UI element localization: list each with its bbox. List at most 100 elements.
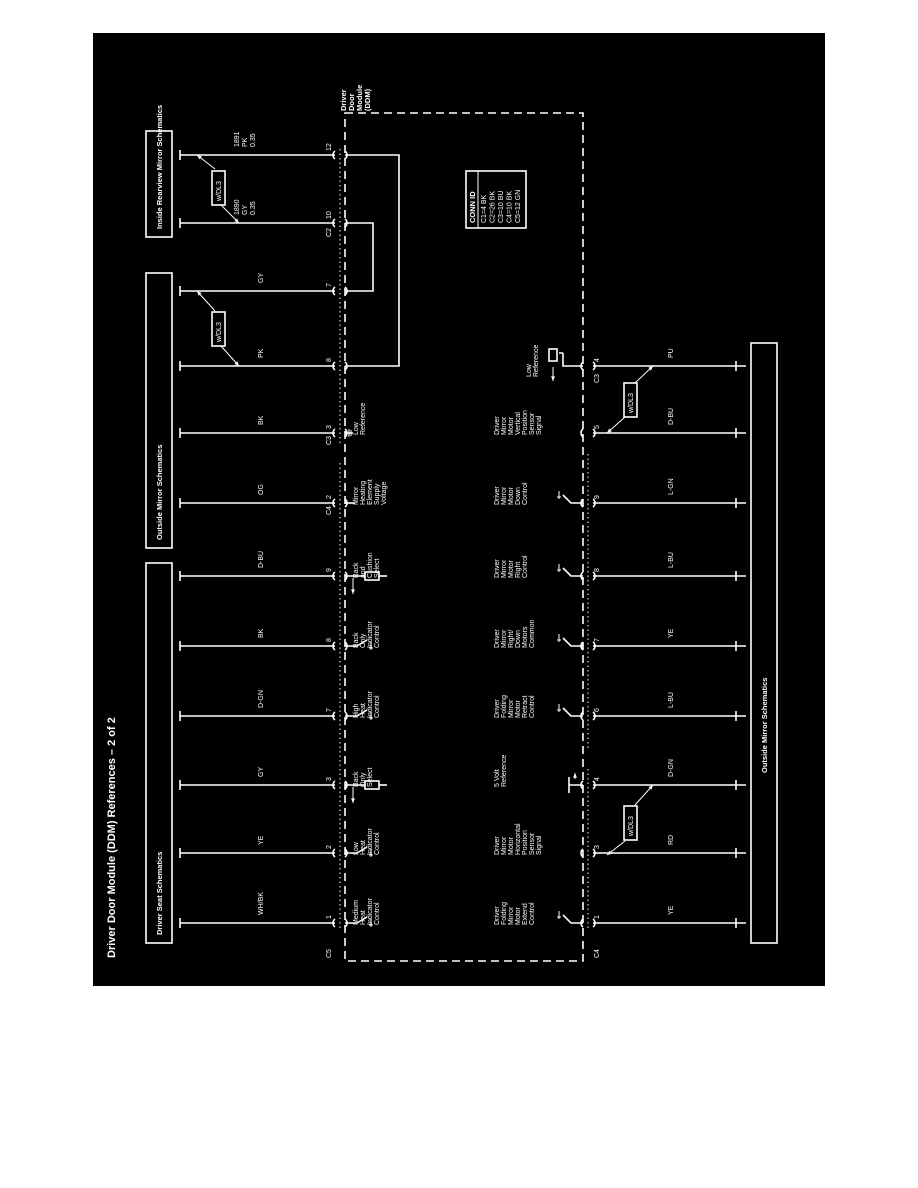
reference-symbol	[568, 777, 583, 793]
pin-number: 4	[594, 358, 601, 362]
module-label: Driver	[339, 89, 348, 111]
pin-symbol	[332, 498, 336, 508]
switch-symbol	[345, 639, 368, 647]
function-label: Control	[529, 902, 536, 925]
function-label: Driver	[494, 836, 501, 855]
function-label: Control	[529, 695, 536, 718]
function-label: Mirror	[501, 486, 508, 505]
interconnect-pk	[345, 154, 400, 367]
function-label: Only	[360, 772, 367, 787]
function-label: Mirror	[508, 906, 515, 925]
function-label: Reference	[501, 755, 508, 787]
function-label: Vertical	[515, 412, 522, 435]
function-label: Only	[360, 633, 367, 648]
connector-end	[735, 848, 746, 858]
wire-color: D-GN	[258, 690, 265, 708]
option-tag-box	[623, 382, 638, 418]
function-label: Mirror	[501, 836, 508, 855]
option-arrow	[234, 218, 239, 223]
option-tag-label: w/DL3	[628, 816, 635, 837]
function-label: and	[360, 566, 367, 578]
pin-number: 3	[326, 777, 333, 781]
pin-number: 2	[326, 495, 333, 499]
pin-number: 10	[326, 211, 333, 219]
wire-color: PU	[668, 348, 675, 358]
function-label: 5 Volt	[494, 769, 501, 787]
low-reference-label: Low	[526, 363, 533, 377]
connector-end	[735, 780, 746, 790]
wire-color: BK	[258, 415, 265, 425]
function-label: Low	[353, 841, 360, 855]
conn-id-line: C3=10 BU	[498, 191, 505, 224]
wire-color: YE	[668, 628, 675, 638]
wire-color: D-BU	[258, 551, 265, 568]
pin-number: 3	[594, 845, 601, 849]
component-box-label: Outside Mirror Schematics	[155, 445, 164, 540]
function-label: Driver	[494, 629, 501, 648]
wire-color: D-GN	[668, 759, 675, 777]
function-label: Folding	[501, 695, 508, 718]
function-label: Signal	[536, 415, 543, 435]
ground-symbol	[369, 919, 373, 927]
pin-number: 3	[326, 425, 333, 429]
pin-number: 9	[594, 495, 601, 499]
option-arrow	[648, 785, 653, 790]
schematic-frame: Driver Door Module (DDM) References – 2 …	[93, 33, 825, 986]
ground-symbol	[348, 429, 352, 437]
function-label: Control	[374, 625, 381, 648]
pin-number: 7	[326, 283, 333, 287]
connector-end	[735, 918, 746, 928]
ground-symbol	[369, 712, 373, 720]
option-arrow	[234, 361, 239, 366]
pin-symbol	[580, 428, 584, 438]
function-label: Driver	[494, 559, 501, 578]
component-box-bottom	[750, 342, 778, 944]
connector-end	[179, 711, 190, 721]
sense-arrow	[351, 589, 355, 594]
function-label: Heating	[360, 481, 367, 505]
function-label: Medium	[353, 900, 360, 925]
switch-symbol	[562, 707, 583, 717]
function-label: Back	[353, 771, 360, 787]
connector-name: C5	[326, 949, 333, 958]
wire-color: GY	[242, 205, 249, 215]
function-label: Sensor	[529, 832, 536, 855]
function-label: Motor	[508, 486, 515, 505]
function-label: Indicator	[367, 690, 374, 718]
function-label: Driver	[494, 486, 501, 505]
option-tag-box	[211, 170, 226, 206]
module-outline	[344, 112, 584, 962]
pin-number: 5	[594, 425, 601, 429]
sense-arrow	[351, 798, 355, 803]
ground-symbol	[557, 704, 561, 712]
connector-name: C4	[594, 949, 601, 958]
component-box-top	[145, 130, 173, 238]
switch-symbol	[562, 637, 583, 647]
wire-color: BK	[258, 628, 265, 638]
connector-end	[735, 361, 746, 371]
function-label: Control	[522, 482, 529, 505]
option-arrow	[197, 155, 202, 160]
pin-number: 2	[326, 845, 333, 849]
switch-symbol	[562, 567, 583, 577]
pin-number: 1	[594, 915, 601, 919]
function-label: Heat	[360, 703, 367, 718]
connector-end	[179, 780, 190, 790]
switch-symbol	[345, 916, 368, 924]
low-reference-lead	[559, 352, 583, 367]
switch-symbol	[562, 494, 583, 504]
pin-symbol	[332, 711, 336, 721]
option-tag-label: w/DL3	[216, 322, 223, 343]
function-label: Mirror	[508, 699, 515, 718]
function-label: Position	[522, 410, 529, 435]
pin-number: 12	[326, 143, 333, 151]
wire-color: GY	[258, 767, 265, 777]
function-label: Position	[522, 830, 529, 855]
wire-color: GY	[258, 273, 265, 283]
pin-symbol	[332, 780, 336, 790]
pin-number: 7	[326, 708, 333, 712]
function-label: Element	[367, 479, 374, 505]
function-label: Motor	[515, 906, 522, 925]
function-label: Right	[515, 562, 522, 578]
function-label: Horizontal	[515, 823, 522, 855]
